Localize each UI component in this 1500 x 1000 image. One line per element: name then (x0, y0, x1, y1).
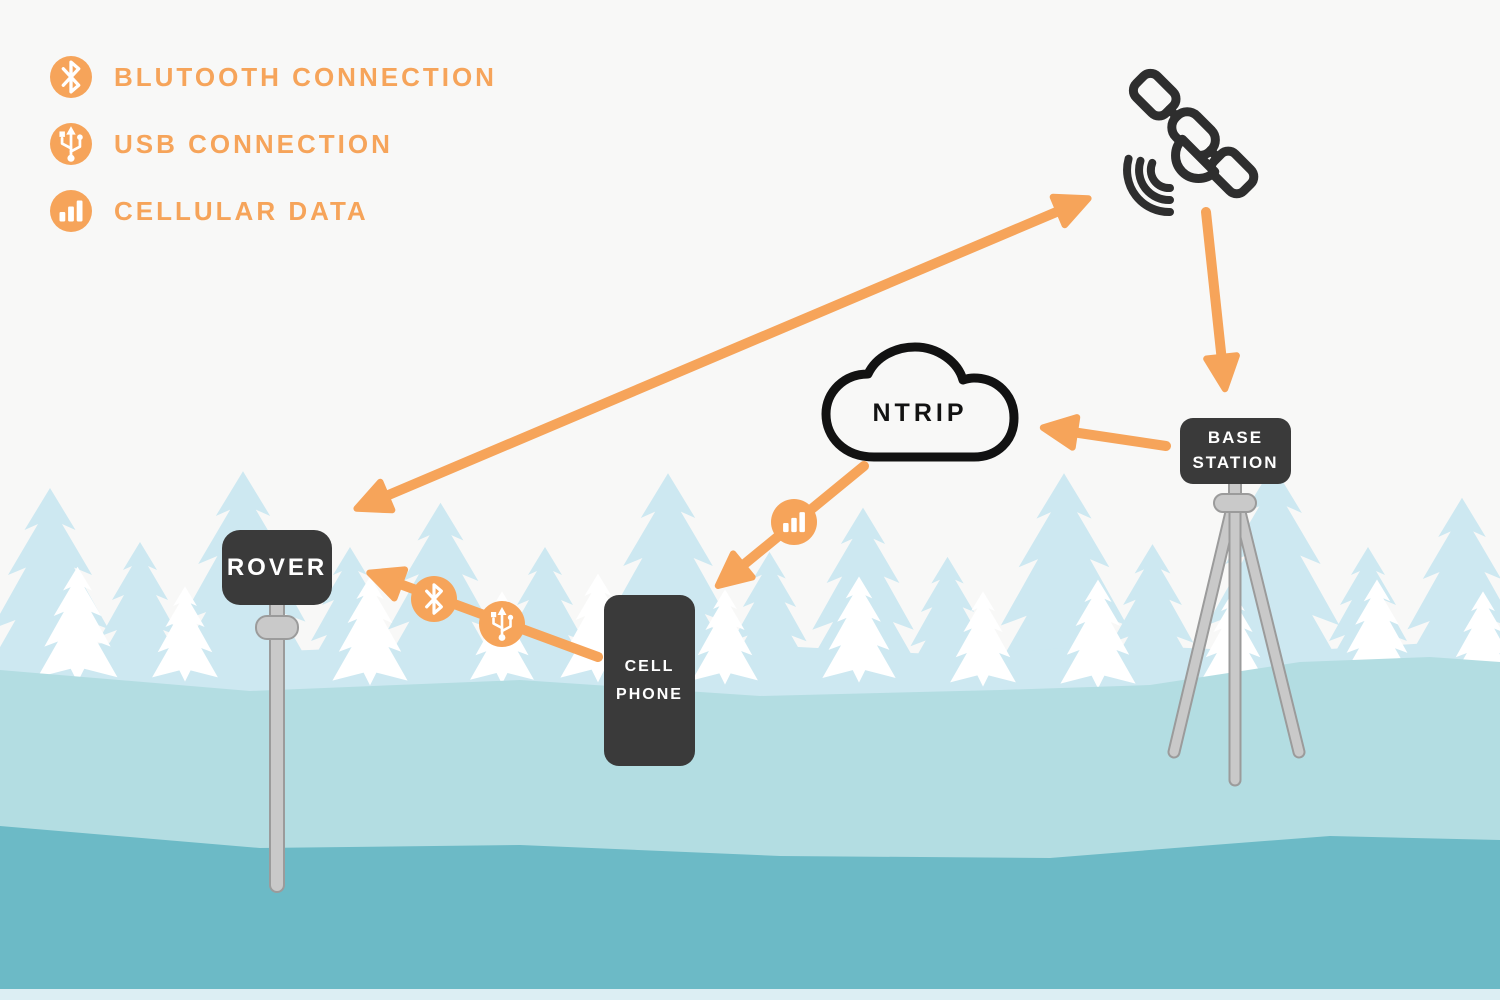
bottom-strip (0, 989, 1500, 1000)
usb-badge (479, 601, 525, 647)
legend-label-usb: USB CONNECTION (114, 128, 393, 159)
legend-row-bluetooth: BLUTOOTH CONNECTION (50, 56, 497, 98)
rover-node: ROVER (222, 530, 332, 605)
cell-phone-label-line1: CELL (624, 657, 675, 675)
arrow-rover-satellite (353, 193, 1092, 514)
base-station-label-line2: STATION (1192, 453, 1279, 472)
bluetooth-badge (411, 576, 457, 622)
arrow-satellite-base (1201, 207, 1240, 393)
cellular-badge (771, 499, 817, 545)
bluetooth-icon (50, 56, 92, 98)
usb-icon (50, 123, 92, 165)
rover-pole (255, 597, 299, 893)
legend-row-cellular: CELLULAR DATA (50, 190, 497, 232)
legend-label-bluetooth: BLUTOOTH CONNECTION (114, 61, 497, 92)
hill-dark (0, 826, 1500, 1000)
cellular-icon (50, 190, 92, 232)
cell-phone-label-line2: PHONE (616, 685, 683, 703)
base-tripod (1167, 475, 1306, 787)
cell-phone-node: CELL PHONE (604, 595, 695, 766)
rover-label: ROVER (226, 553, 328, 581)
satellite-icon (1123, 68, 1259, 217)
legend: BLUTOOTH CONNECTION USB CONNECTION CELLU… (50, 56, 497, 232)
legend-row-usb: USB CONNECTION (50, 123, 497, 165)
base-station-label-line1: BASE (1207, 428, 1264, 448)
ntrip-label: NTRIP (872, 399, 968, 427)
legend-label-cellular: CELLULAR DATA (114, 195, 369, 226)
arrow-base-ntrip (1039, 414, 1171, 451)
base-station-node: BASE STATION (1180, 418, 1291, 484)
